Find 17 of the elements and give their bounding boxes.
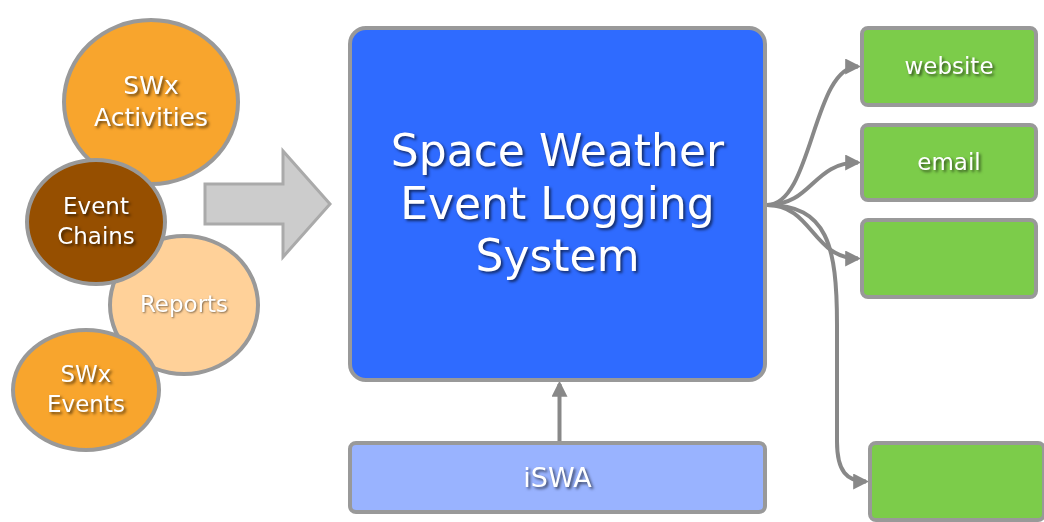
node-label: Space Weather Event Logging System [389,124,726,284]
box [868,441,1044,522]
process-box [860,123,1038,202]
box [860,218,1038,299]
node-label: Reports [139,290,229,320]
node-label: SWx Events [46,360,126,419]
block-arrow [203,147,332,261]
node-label: SWx Activities [92,69,210,134]
node-label: Event Chains [56,192,136,251]
arrow [551,380,568,441]
process-box [860,26,1038,107]
process-box [348,441,767,514]
node-label: email [917,147,981,177]
process-box [348,26,767,382]
node-label: website [904,51,994,81]
node-label: iSWA [523,460,592,495]
arrow [766,203,870,489]
